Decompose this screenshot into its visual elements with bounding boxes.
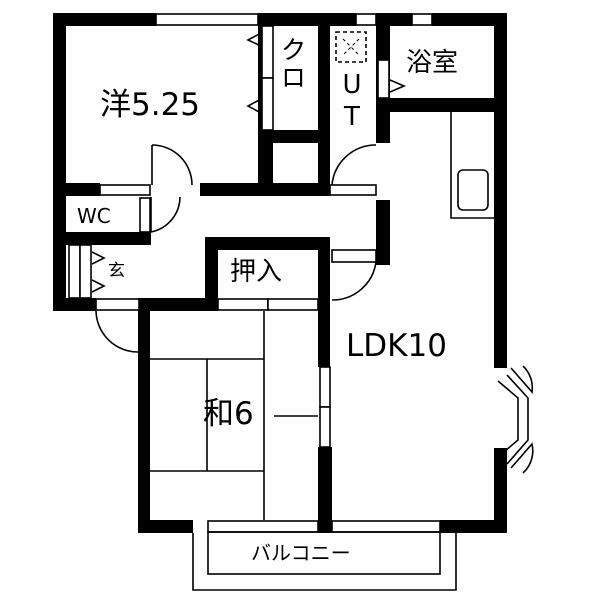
room-label-bath: 浴室 — [406, 48, 459, 78]
room-label-japanese: 和6 — [203, 396, 254, 432]
fixtures — [150, 31, 494, 591]
room-label-storage: 押入 — [230, 257, 283, 287]
room-label-ldk: LDK10 — [346, 328, 447, 364]
room-label-wc: WC — [77, 204, 111, 228]
room-label-closet: クロ — [276, 36, 306, 92]
walls — [53, 13, 507, 533]
windows-doors — [68, 13, 534, 533]
room-label-balcony: バルコニー — [251, 541, 351, 565]
room-label-utility: UT — [337, 70, 367, 134]
room-label-entrance: 玄 — [108, 261, 125, 281]
room-label-western: 洋5.25 — [100, 87, 201, 123]
